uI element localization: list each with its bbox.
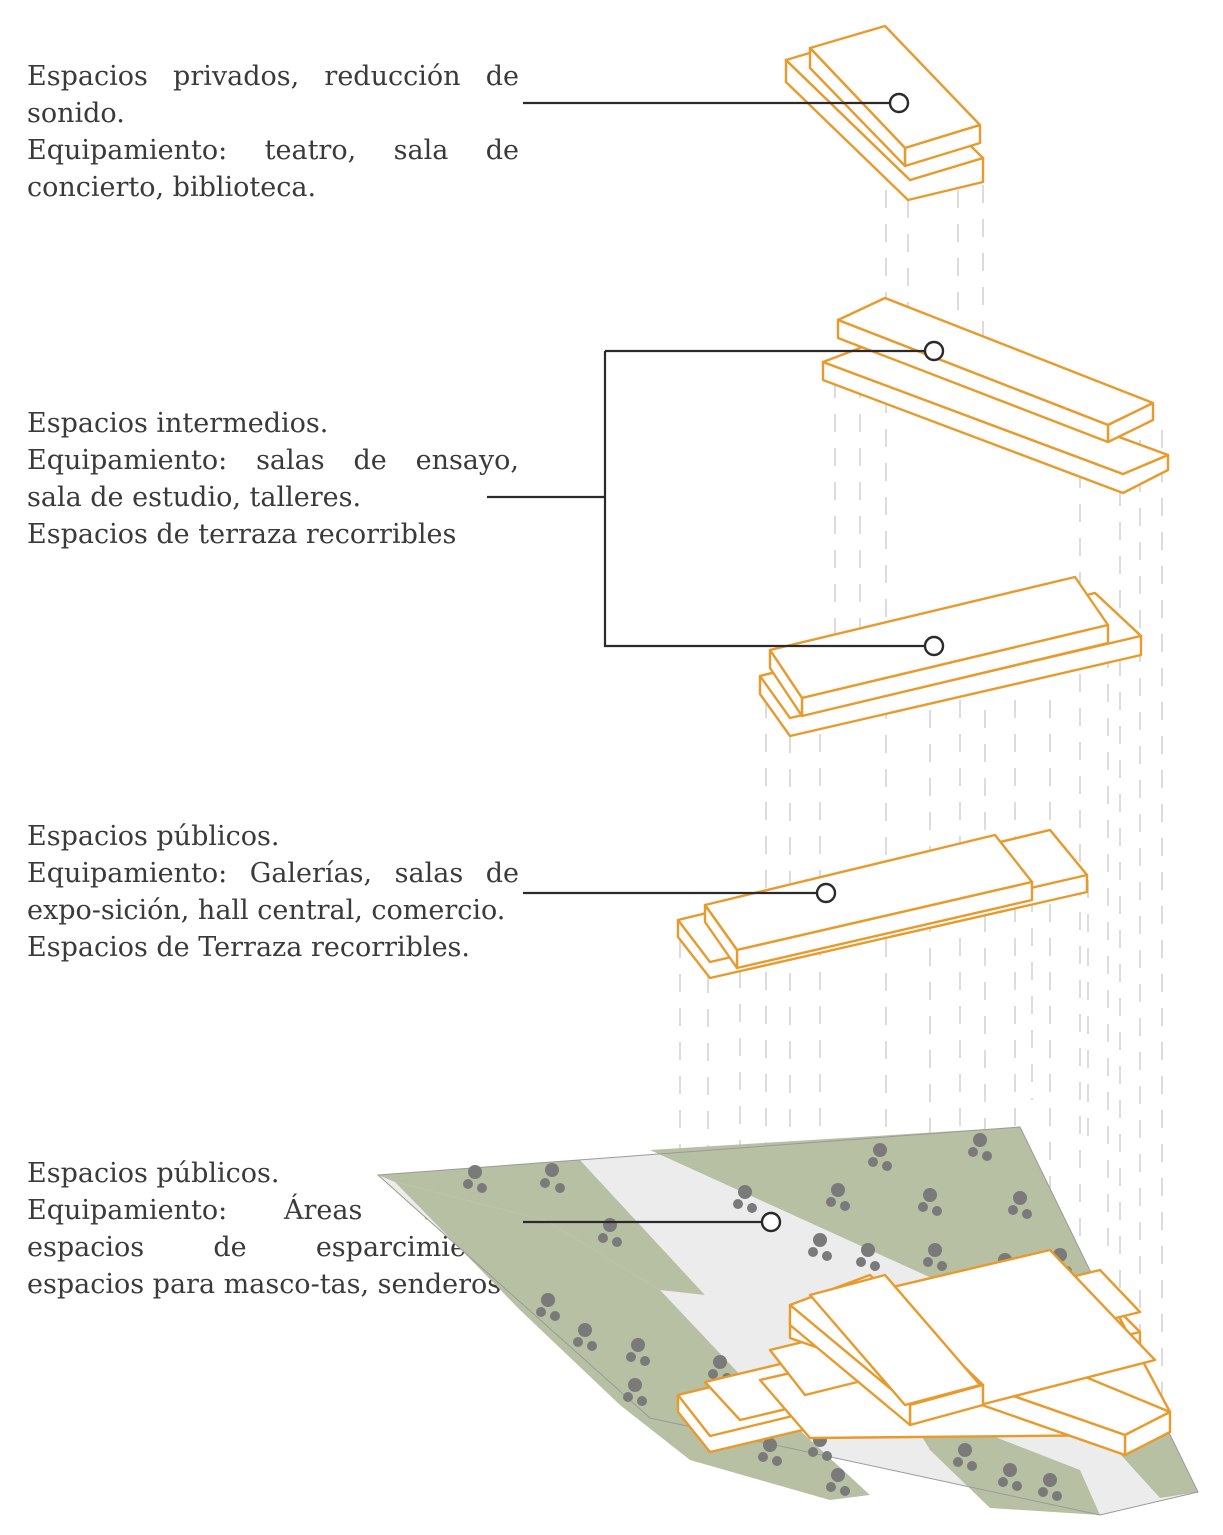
leader-lines (487, 101, 925, 1224)
level-public-upper-line-3: Espacios de Terraza recorribles. (27, 932, 470, 963)
site-outline (376, 1126, 1199, 1516)
tree-icon-23 (953, 1443, 977, 1471)
level-intermediate-line-2: Equipamiento: salas de ensayo, sala de e… (27, 445, 519, 513)
leader-endpoint-intermediate-lower (923, 635, 945, 657)
projection-lines (679, 185, 1163, 1420)
level-public-ground-line-1: Espacios públicos. (27, 1158, 280, 1189)
level-intermediate-label: Espacios intermedios. Equipamiento: sala… (27, 405, 519, 553)
tree-icon-1 (463, 1165, 487, 1193)
block-ground-cluster (676, 1248, 1172, 1457)
level-public-upper-label: Espacios públicos. Equipamiento: Galería… (27, 818, 519, 966)
site-green-area-1 (378, 1160, 705, 1295)
tree-icon-14 (856, 1243, 880, 1271)
tree-icon-24 (998, 1463, 1022, 1491)
tree-icon-20 (758, 1438, 782, 1466)
block-intermediate-lower (758, 575, 1143, 738)
tree-icon-8 (733, 1185, 757, 1213)
leader-endpoint-private (888, 92, 910, 114)
building-blocks (676, 24, 1172, 1457)
leader-line-intermediate-bracket (603, 351, 925, 648)
level-intermediate-line-1: Espacios intermedios. (27, 408, 329, 439)
site-green-area-2 (650, 1127, 1198, 1498)
tree-icon-13 (1008, 1191, 1032, 1219)
tree-icon-15 (808, 1233, 832, 1261)
leader-endpoint-public-ground (760, 1211, 782, 1233)
level-intermediate-line-3: Espacios de terraza recorribles (27, 519, 457, 550)
level-public-upper-line-2: Equipamiento: Galerías, salas de expo-si… (27, 858, 519, 926)
tree-icon-6 (626, 1338, 650, 1366)
tree-icon-22 (826, 1468, 850, 1496)
level-public-upper-line-1: Espacios públicos. (27, 821, 280, 852)
tree-icon-2 (540, 1163, 565, 1193)
tree-icon-7 (623, 1378, 647, 1406)
tree-icons (463, 1133, 1072, 1501)
block-public-upper (676, 828, 1089, 980)
block-private (784, 24, 985, 202)
tree-icon-10 (868, 1143, 892, 1171)
site-path-strip-1 (580, 1155, 760, 1295)
tree-icon-11 (918, 1188, 942, 1216)
leader-endpoints (760, 92, 945, 1233)
block-intermediate-upper (821, 296, 1170, 495)
tree-icon-12 (968, 1133, 992, 1161)
level-private-line-1: Espacios privados, reducción de sonido. (27, 61, 519, 129)
tree-icon-16 (923, 1243, 947, 1271)
leader-endpoint-public-upper (815, 882, 837, 904)
tree-icon-9 (826, 1183, 850, 1211)
tree-icon-5 (573, 1323, 597, 1351)
tree-icon-25 (1038, 1473, 1062, 1501)
level-private-label: Espacios privados, reducción de sonido. … (27, 58, 519, 206)
tree-icon-4 (536, 1293, 560, 1321)
leader-endpoint-intermediate-upper (923, 340, 945, 362)
level-private-line-2: Equipamiento: teatro, sala de concierto,… (27, 135, 519, 203)
